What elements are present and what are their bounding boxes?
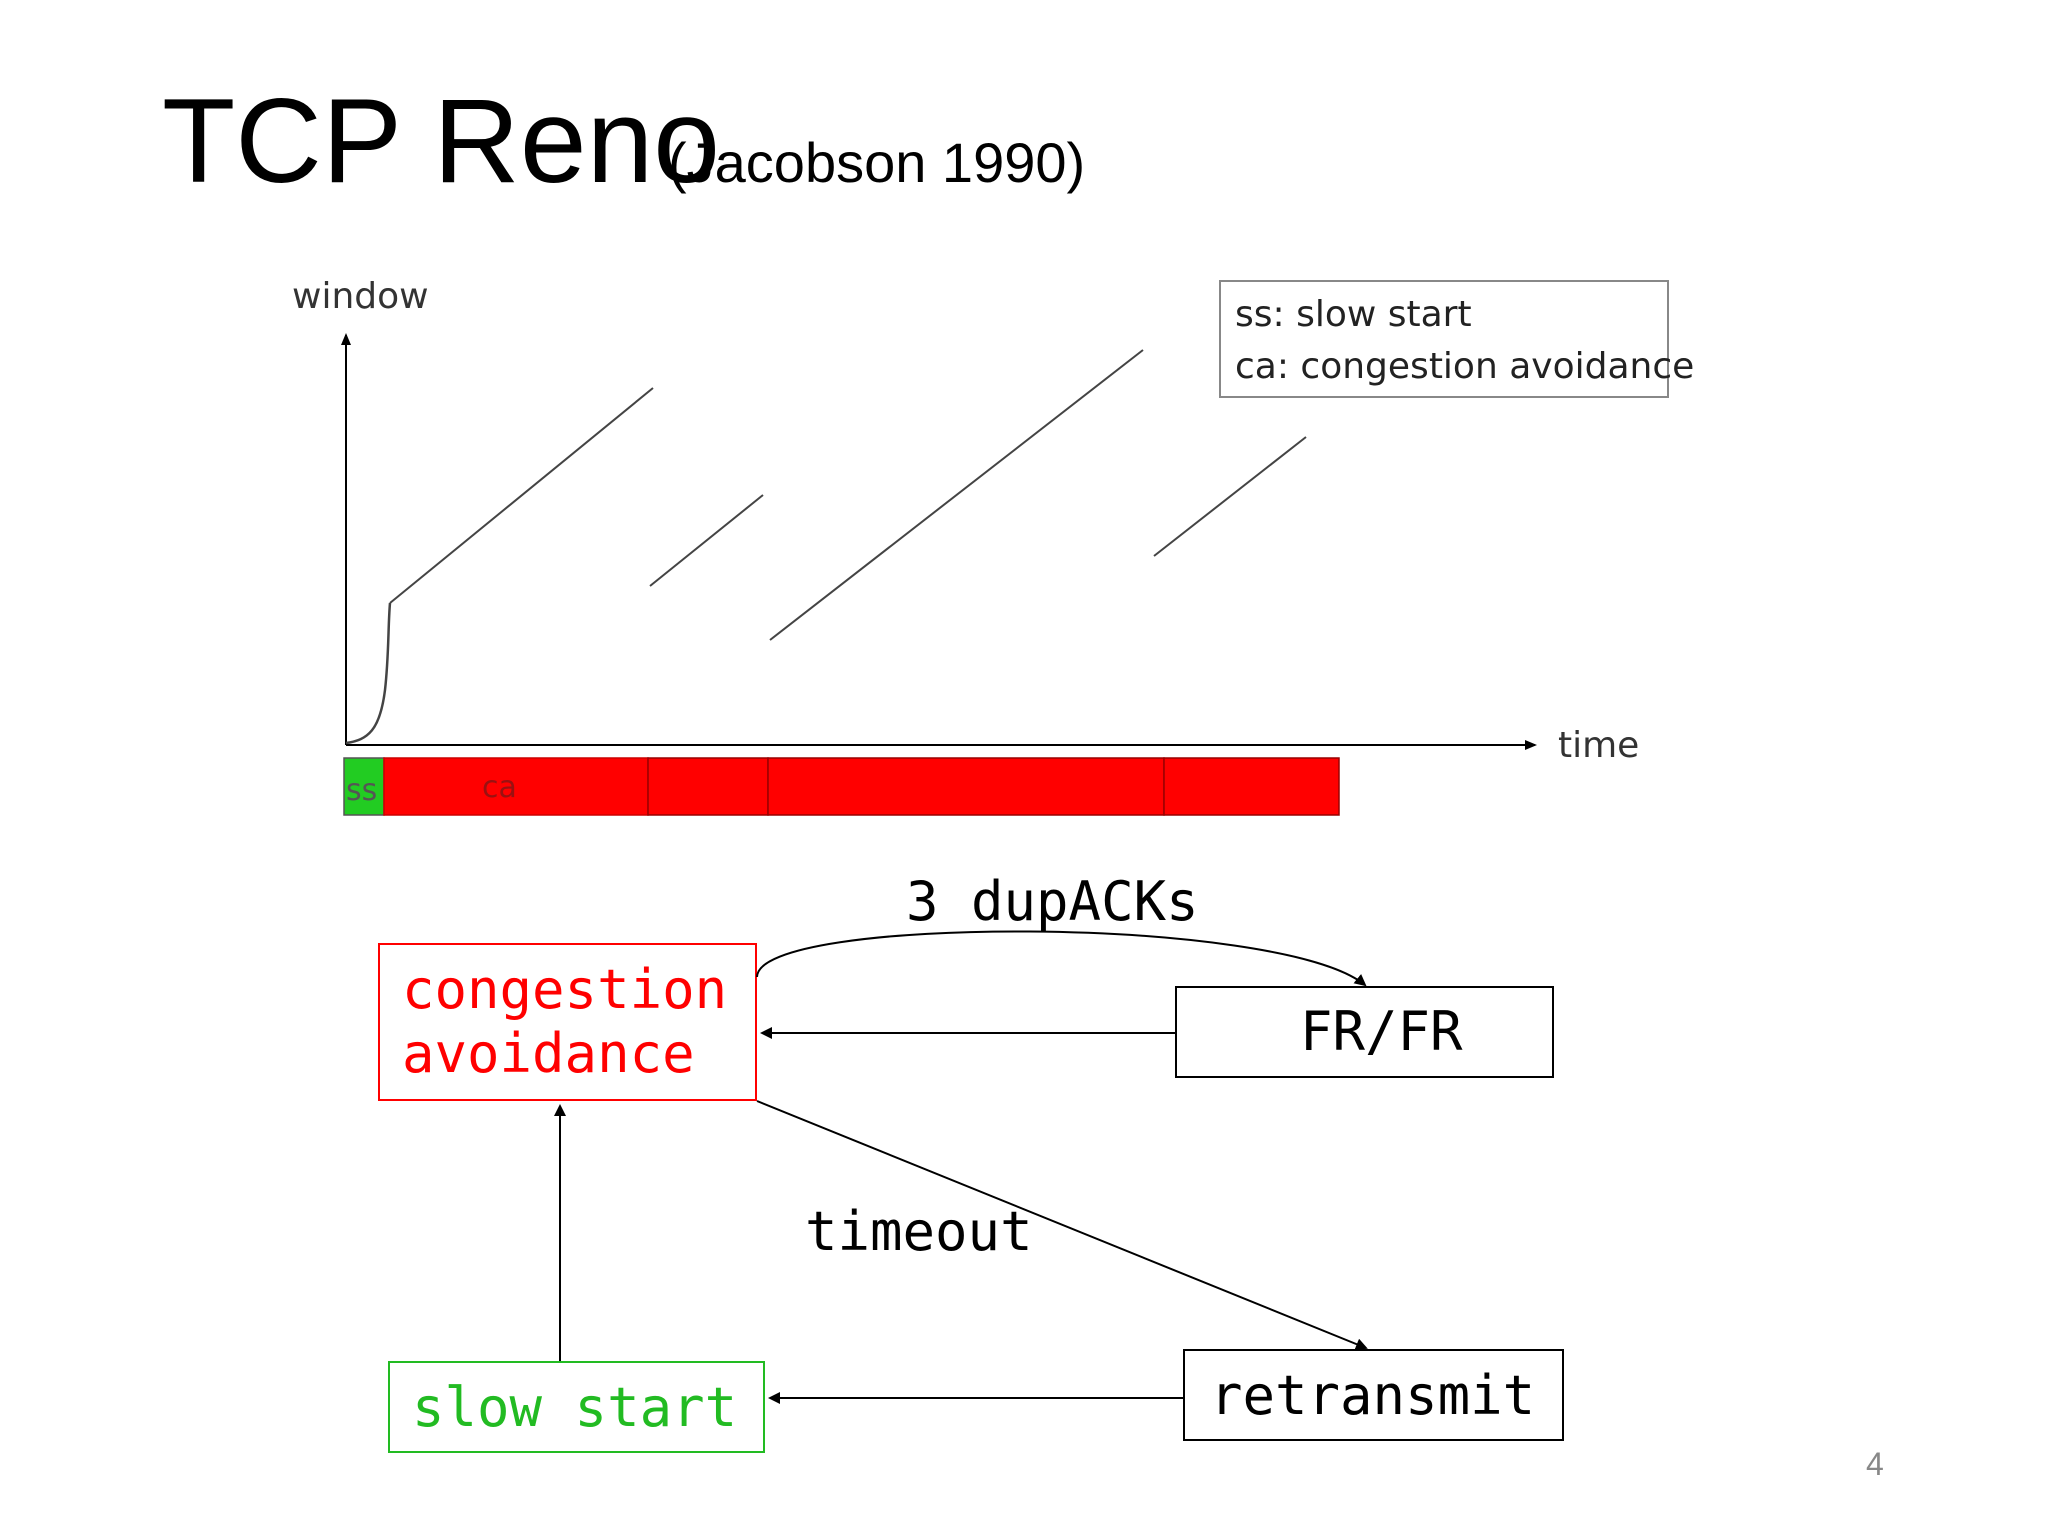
state-congestion-avoidance: congestion avoidance: [378, 943, 757, 1101]
state-slow-start: slow start: [388, 1361, 765, 1453]
slow-start-curve: [345, 602, 392, 745]
ca-ramp-4: [1153, 436, 1307, 557]
phase-bar: ss ca: [343, 757, 1340, 816]
x-axis-label: time: [1558, 725, 1639, 766]
state-label-avoidance: avoidance: [402, 1022, 695, 1085]
state-label-congestion: congestion: [402, 958, 727, 1021]
ca-ramp-3: [769, 349, 1144, 641]
window-plot: window time ss: slow start ca: congestio…: [292, 276, 1694, 816]
page-number: 4: [1866, 1446, 1884, 1482]
state-box-congestion-avoidance: [378, 943, 757, 1101]
state-label-fr-fr: FR/FR: [1300, 1000, 1463, 1063]
edge-ca-to-retransmit: [756, 1100, 1368, 1350]
phase-label-ca: ca: [482, 770, 517, 805]
slide-subtitle: (Jacobson 1990): [668, 131, 1085, 194]
plot-legend: ss: slow start ca: congestion avoidance: [1219, 280, 1694, 398]
legend-entry-ss: ss: slow start: [1235, 294, 1472, 335]
legend-box: [1219, 280, 1669, 398]
state-box-fr-fr: [1175, 986, 1554, 1078]
phase-segment-ca-1: [383, 757, 649, 816]
phase-label-ss: ss: [346, 773, 377, 808]
state-label-slow-start: slow start: [412, 1376, 737, 1439]
state-box-slow-start: [388, 1361, 765, 1453]
phase-segment-ca-3: [767, 757, 1165, 816]
phase-segment-ca-2: [647, 757, 769, 816]
edge-label-timeout: timeout: [805, 1200, 1033, 1263]
legend-entry-ca: ca: congestion avoidance: [1235, 346, 1694, 387]
edge-ca-to-frfr: [756, 930, 1367, 987]
ca-ramp-1: [389, 387, 654, 604]
edge-label-dupacks: 3 dupACKs: [906, 870, 1199, 933]
state-retransmit: retransmit: [1183, 1349, 1564, 1441]
slide-title: TCP Reno: [162, 74, 720, 208]
state-diagram: congestion avoidance FR/FR slow start re…: [378, 870, 1564, 1453]
state-fr-fr: FR/FR: [1175, 986, 1554, 1078]
state-box-retransmit: [1183, 1349, 1564, 1441]
y-axis-label: window: [292, 276, 429, 317]
phase-segment-ca-4: [1163, 757, 1340, 816]
ca-ramp-2: [649, 494, 764, 587]
state-label-retransmit: retransmit: [1210, 1364, 1535, 1427]
